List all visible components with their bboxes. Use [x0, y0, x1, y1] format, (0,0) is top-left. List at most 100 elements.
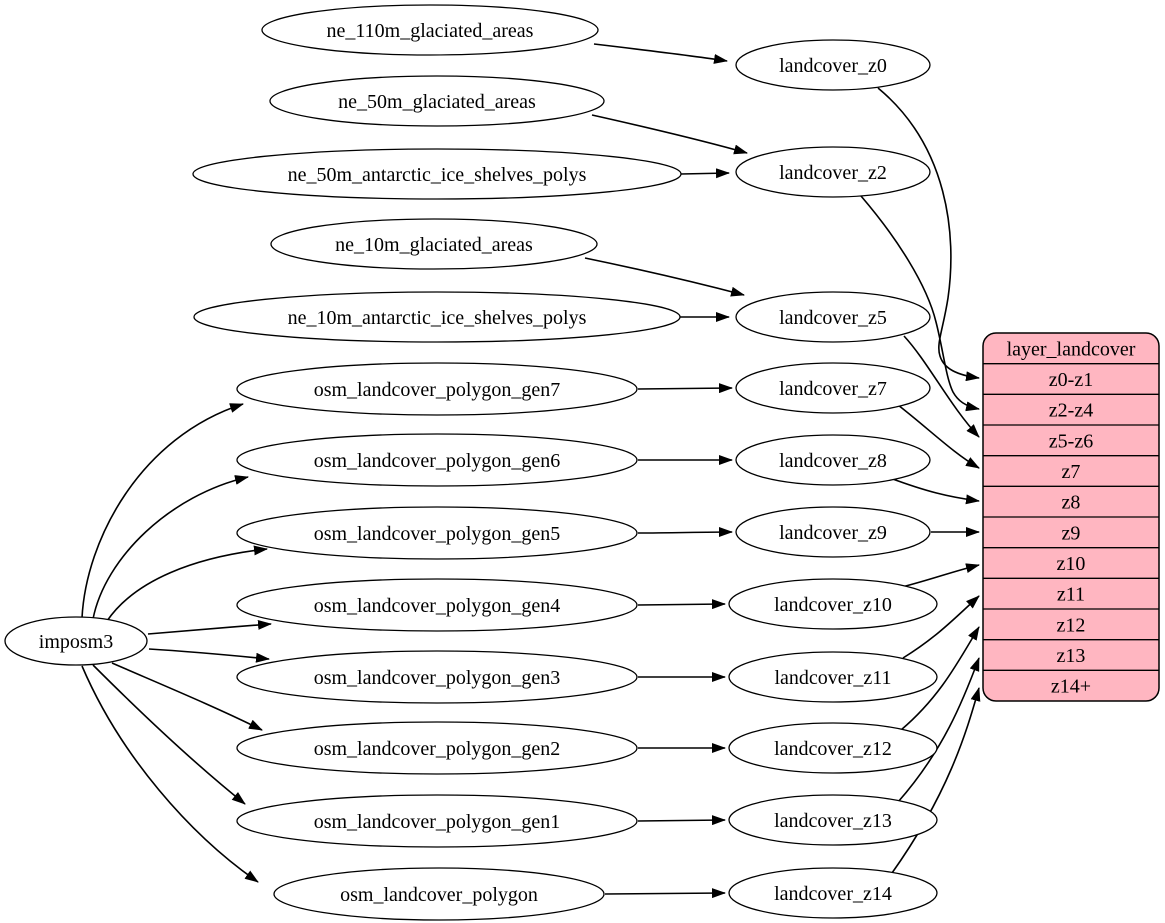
node-landcover_z9: landcover_z9 [735, 506, 931, 558]
table-row-z2-z4: z2-z4 [1049, 400, 1093, 422]
node-shape-ne_10m_glaciated_areas [270, 218, 598, 270]
table-row-z0-z1: z0-z1 [1049, 369, 1093, 391]
node-osm_landcover_polygon_gen7: osm_landcover_polygon_gen7 [236, 362, 638, 416]
edge-osm_landcover_polygon_gen5-to-landcover_z9 [637, 527, 733, 538]
node-label-ne_10m_antarctic_ice_shelves_polys: ne_10m_antarctic_ice_shelves_polys [288, 307, 587, 329]
edge-ne_110m_glaciated_areas-to-landcover_z0 [593, 43, 728, 64]
node-osm_landcover_polygon_gen5: osm_landcover_polygon_gen5 [236, 506, 638, 560]
edge-landcover_z7-to-layer_landcover.z7 [897, 404, 980, 469]
node-shape-landcover_z13 [728, 794, 938, 846]
node-shape-landcover_z12 [728, 722, 938, 774]
node-shape-ne_10m_antarctic_ice_shelves_polys [193, 291, 681, 343]
node-label-landcover_z7: landcover_z7 [779, 378, 887, 400]
node-shape-osm_landcover_polygon_gen6 [236, 433, 638, 487]
edge-imposm3-to-osm_landcover_polygon [81, 665, 259, 883]
node-shape-landcover_z14 [728, 867, 938, 919]
node-label-imposm3: imposm3 [39, 631, 113, 653]
node-shape-ne_110m_glaciated_areas [261, 4, 599, 56]
edges-layer [81, 43, 981, 899]
edge-imposm3-to-osm_landcover_polygon_gen2 [111, 662, 263, 731]
node-shape-landcover_z11 [728, 651, 938, 703]
edge-imposm3-to-osm_landcover_polygon_gen5 [106, 545, 268, 622]
edge-imposm3-to-osm_landcover_polygon_gen7 [81, 403, 244, 619]
node-label-landcover_z10: landcover_z10 [774, 594, 892, 616]
table-row-z10: z10 [1057, 553, 1086, 575]
node-label-osm_landcover_polygon_gen3: osm_landcover_polygon_gen3 [314, 667, 561, 689]
node-osm_landcover_polygon_gen1: osm_landcover_polygon_gen1 [236, 794, 638, 848]
node-landcover_z11: landcover_z11 [728, 651, 938, 703]
node-landcover_z10: landcover_z10 [728, 578, 938, 630]
table-layer_landcover: layer_landcover z0-z1 z2-z4 z5-z6 z7 z8 z9 z10 z… [982, 332, 1160, 702]
node-ne_10m_glaciated_areas: ne_10m_glaciated_areas [270, 218, 598, 270]
node-shape-osm_landcover_polygon_gen5 [236, 506, 638, 560]
node-imposm3: imposm3 [4, 616, 148, 666]
node-label-osm_landcover_polygon: osm_landcover_polygon [340, 884, 538, 906]
node-shape-imposm3 [4, 616, 148, 666]
node-shape-osm_landcover_polygon_gen7 [236, 362, 638, 416]
edge-landcover_z13-to-layer_landcover.z13 [897, 657, 980, 803]
edge-osm_landcover_polygon-to-landcover_z14 [604, 888, 726, 899]
table-row-z5-z6: z5-z6 [1049, 430, 1093, 452]
edge-imposm3-to-osm_landcover_polygon_gen1 [92, 664, 246, 805]
edge-ne_50m_antarctic_ice_shelves_polys-to-landcover_z2 [680, 168, 730, 179]
table-row-z11: z11 [1057, 584, 1085, 606]
table-header-label: layer_landcover [1007, 338, 1136, 360]
node-landcover_z8: landcover_z8 [735, 434, 931, 486]
edge-imposm3-to-osm_landcover_polygon_gen3 [148, 648, 270, 663]
node-label-ne_50m_glaciated_areas: ne_50m_glaciated_areas [338, 91, 536, 113]
nodes-layer: imposm3 ne_110m_glaciated_areas ne_50m_gla… [4, 4, 938, 921]
node-label-osm_landcover_polygon_gen4: osm_landcover_polygon_gen4 [314, 595, 561, 617]
table-row-z7: z7 [1062, 461, 1081, 483]
edge-landcover_z5-to-layer_landcover.z5-z6 [903, 335, 980, 438]
table-row-z9: z9 [1062, 522, 1081, 544]
edge-landcover_z10-to-layer_landcover.z10 [901, 563, 980, 588]
node-shape-osm_landcover_polygon_gen3 [236, 650, 638, 704]
node-label-landcover_z12: landcover_z12 [774, 738, 892, 760]
table-row-z12: z12 [1057, 614, 1086, 636]
node-shape-osm_landcover_polygon_gen1 [236, 794, 638, 848]
node-label-landcover_z8: landcover_z8 [779, 450, 887, 472]
edge-landcover_z8-to-layer_landcover.z8 [889, 477, 980, 505]
node-shape-osm_landcover_polygon_gen2 [236, 721, 638, 775]
node-label-landcover_z5: landcover_z5 [779, 307, 887, 329]
node-shape-landcover_z8 [735, 434, 931, 486]
node-shape-osm_landcover_polygon [273, 867, 605, 921]
node-shape-landcover_z9 [735, 506, 931, 558]
node-landcover_z14: landcover_z14 [728, 867, 938, 919]
node-landcover_z2: landcover_z2 [735, 146, 931, 198]
node-shape-landcover_z10 [728, 578, 938, 630]
node-shape-osm_landcover_polygon_gen4 [236, 578, 638, 632]
edge-landcover_z2-to-layer_landcover.z2-z4 [860, 195, 980, 412]
node-osm_landcover_polygon_gen3: osm_landcover_polygon_gen3 [236, 650, 638, 704]
edge-osm_landcover_polygon_gen7-to-landcover_z7 [637, 383, 733, 394]
node-landcover_z12: landcover_z12 [728, 722, 938, 774]
table-row-z8: z8 [1062, 492, 1081, 514]
edge-landcover_z14-to-layer_landcover.z14+ [891, 687, 981, 874]
node-ne_50m_antarctic_ice_shelves_polys: ne_50m_antarctic_ice_shelves_polys [192, 148, 682, 200]
node-shape-ne_50m_antarctic_ice_shelves_polys [192, 148, 682, 200]
node-label-ne_10m_glaciated_areas: ne_10m_glaciated_areas [335, 234, 533, 256]
node-osm_landcover_polygon: osm_landcover_polygon [273, 867, 605, 921]
node-osm_landcover_polygon_gen6: osm_landcover_polygon_gen6 [236, 433, 638, 487]
node-landcover_z13: landcover_z13 [728, 794, 938, 846]
edge-ne_10m_glaciated_areas-to-landcover_z5 [584, 257, 745, 297]
edge-osm_landcover_polygon_gen4-to-landcover_z10 [637, 599, 726, 610]
node-label-osm_landcover_polygon_gen2: osm_landcover_polygon_gen2 [314, 738, 561, 760]
edge-landcover_z11-to-layer_landcover.z11 [902, 595, 980, 659]
node-label-osm_landcover_polygon_gen1: osm_landcover_polygon_gen1 [314, 811, 561, 833]
edge-landcover_z0-to-layer_landcover.z0-z1 [877, 87, 980, 382]
node-label-osm_landcover_polygon_gen7: osm_landcover_polygon_gen7 [314, 379, 561, 401]
node-shape-landcover_z0 [735, 39, 931, 91]
node-osm_landcover_polygon_gen2: osm_landcover_polygon_gen2 [236, 721, 638, 775]
node-shape-landcover_z2 [735, 146, 931, 198]
node-label-osm_landcover_polygon_gen5: osm_landcover_polygon_gen5 [314, 523, 561, 545]
node-label-landcover_z11: landcover_z11 [775, 667, 892, 689]
node-landcover_z0: landcover_z0 [735, 39, 931, 91]
table-row-z14+: z14+ [1051, 676, 1091, 698]
node-shape-ne_50m_glaciated_areas [269, 75, 605, 127]
node-label-landcover_z9: landcover_z9 [779, 522, 887, 544]
node-label-ne_110m_glaciated_areas: ne_110m_glaciated_areas [327, 20, 534, 42]
edge-imposm3-to-osm_landcover_polygon_gen6 [92, 475, 249, 620]
node-ne_110m_glaciated_areas: ne_110m_glaciated_areas [261, 4, 599, 56]
